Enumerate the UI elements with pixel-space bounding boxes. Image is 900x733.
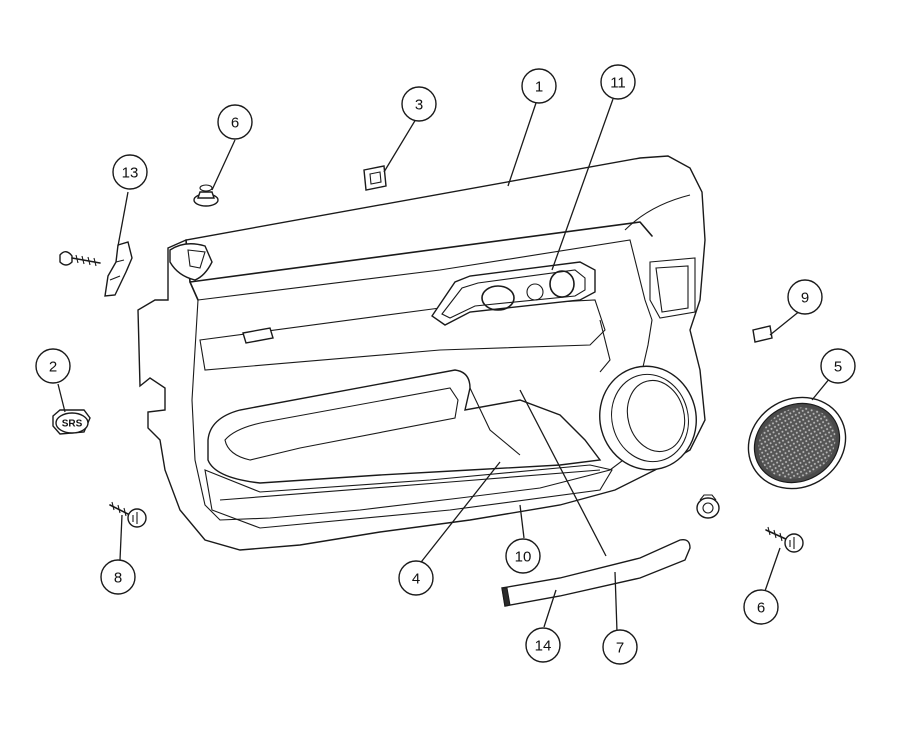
screw-part-8 <box>109 501 147 528</box>
callout-7: 7 <box>602 629 638 665</box>
callout-6-top: 6 <box>217 104 253 140</box>
callout-4-label: 4 <box>412 571 420 588</box>
callout-8-label: 8 <box>114 570 122 587</box>
retainer-clip-part-3 <box>363 165 387 191</box>
callout-6-top-label: 6 <box>231 115 239 132</box>
srs-badge-text: SRS <box>62 419 83 430</box>
leader-lines <box>57 98 831 633</box>
callout-1: 1 <box>521 68 557 104</box>
callout-3: 3 <box>401 86 437 122</box>
callout-1-label: 1 <box>535 79 543 96</box>
callout-5-label: 5 <box>834 359 842 376</box>
clip-part-9 <box>752 325 773 343</box>
callout-10-label: 10 <box>515 549 532 566</box>
push-pin-part-6-lower <box>696 494 720 519</box>
callout-9-label: 9 <box>801 290 809 307</box>
screw-part-13 <box>59 251 101 267</box>
callout-14-label: 14 <box>535 638 552 655</box>
speaker-grille-part-5 <box>747 396 847 490</box>
callout-13-label: 13 <box>122 165 139 182</box>
callout-6-lower: 6 <box>743 589 779 625</box>
callout-2: 2 <box>35 348 71 384</box>
callout-9: 9 <box>787 279 823 315</box>
callout-10: 10 <box>505 538 541 574</box>
callout-6-lower-label: 6 <box>757 600 765 617</box>
callout-11-label: 11 <box>610 75 626 92</box>
callout-7-label: 7 <box>616 640 624 657</box>
callout-13: 13 <box>112 154 148 190</box>
callout-2-label: 2 <box>49 359 57 376</box>
callout-14: 14 <box>525 627 561 663</box>
bracket-part-13 <box>104 241 133 297</box>
srs-badge-part-2: SRS <box>52 409 91 435</box>
callout-4: 4 <box>398 560 434 596</box>
callout-8: 8 <box>100 559 136 595</box>
door-trim-panel <box>137 155 706 551</box>
callout-11: 11 <box>600 64 636 100</box>
molding-strip-part-14 <box>501 538 691 607</box>
push-pin-part-6-top <box>193 184 219 207</box>
screw-part-6-lower <box>765 526 804 553</box>
callout-3-label: 3 <box>415 97 423 114</box>
callout-5: 5 <box>820 348 856 384</box>
